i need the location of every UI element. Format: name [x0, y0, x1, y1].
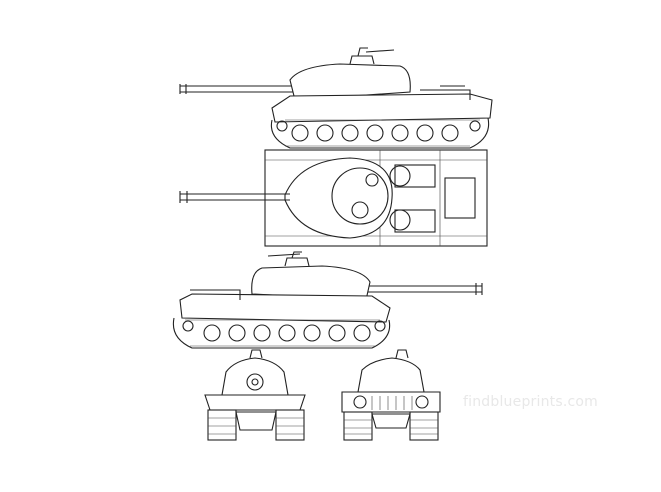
top-view	[179, 149, 488, 247]
side-view-left	[179, 47, 493, 149]
side-view-right	[172, 251, 483, 349]
watermark-text: findblueprints.com	[463, 394, 598, 410]
rear-view	[341, 349, 441, 441]
front-view	[204, 349, 306, 441]
